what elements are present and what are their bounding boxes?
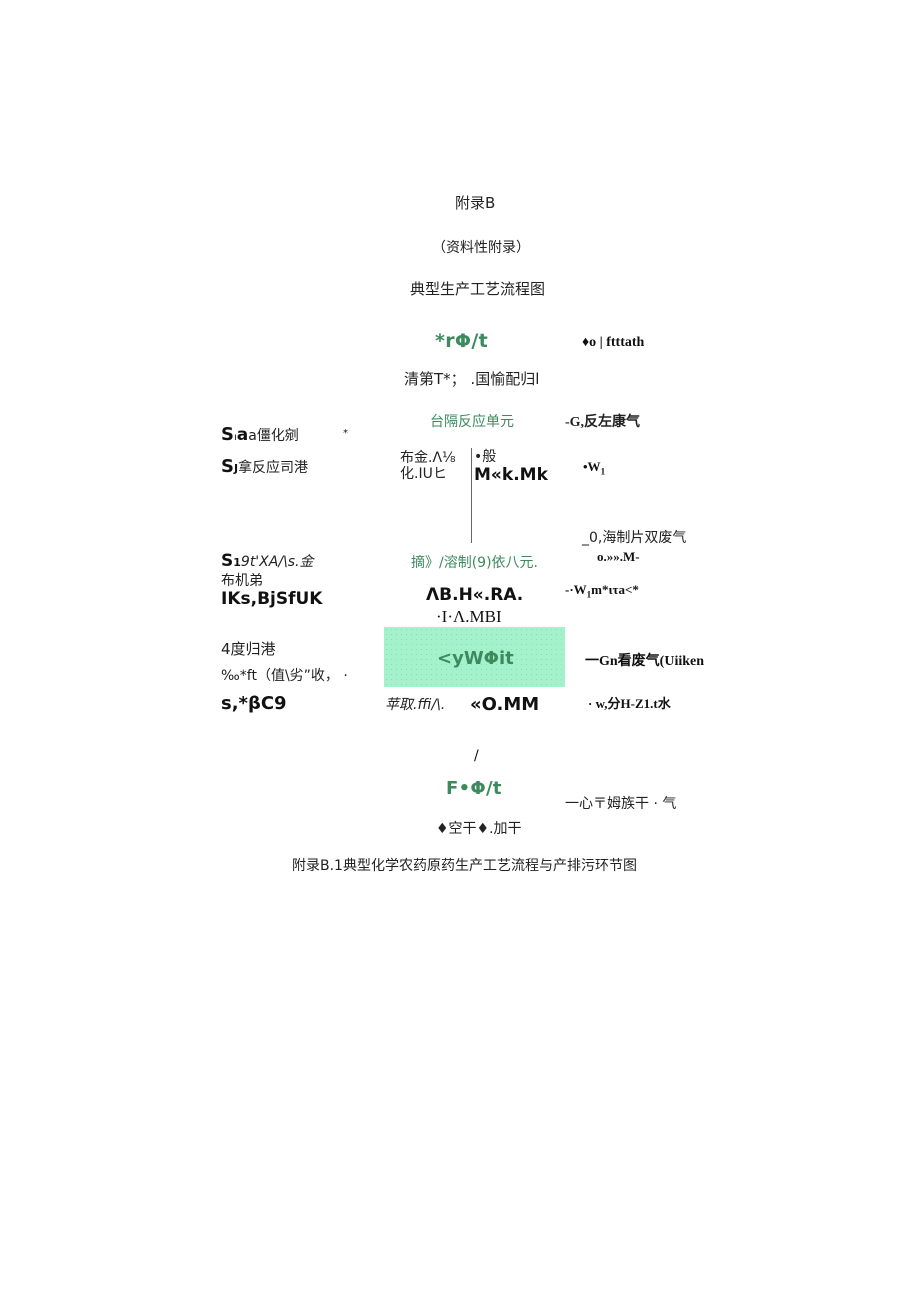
right-w1: •W1 xyxy=(583,459,605,477)
bottom-right-note: 一心〒姆族干 · 气 xyxy=(565,796,677,812)
left-s2-block: S19t'XA/\s.金 布机弟 IKs,BjSfUK xyxy=(221,552,322,608)
appendix-note: （资料性附录） xyxy=(432,240,530,256)
left-label-s1a: Sıaa僵化剜 xyxy=(221,424,299,445)
s-letter: S xyxy=(221,424,234,445)
left-label-s1b: SJ拿反应司港 xyxy=(221,456,308,477)
s-subscript: ı xyxy=(233,432,237,443)
w-subscript: 1 xyxy=(586,589,592,600)
star-marker: * xyxy=(343,428,348,439)
left-4-line2: ‰*ft（值\劣”收， · xyxy=(221,668,348,684)
s-subscript: J xyxy=(233,462,239,475)
s1b-text: 拿反应司港 xyxy=(238,460,309,476)
center-right-line1: •般 xyxy=(474,449,497,465)
left-4-line3: s,*βC9 xyxy=(221,693,287,714)
highlight-box-label: <yWΦit xyxy=(437,648,514,669)
top-node-label: *rΦ/t xyxy=(435,330,488,352)
flow-connector-line xyxy=(471,448,472,543)
figure-label: 附录B.1 xyxy=(292,858,343,874)
left-s2-line1: S19t'XA/\s.金 xyxy=(221,552,322,572)
center2-line2: ·I·Λ.MBI xyxy=(436,607,502,626)
highlight-process-box xyxy=(384,627,565,687)
top-right-note: ♦o | ftttath xyxy=(582,335,645,350)
unit1-label: 台隔反应单元 xyxy=(430,414,514,430)
unit1-right-note: -G,反左康气 xyxy=(565,415,641,430)
s1a-text: a僵化剜 xyxy=(248,428,299,444)
appendix-title: 附录B xyxy=(455,192,495,213)
center-left-line2: 化.IUヒ xyxy=(400,466,447,482)
figure-text: 典型化学农药原药生产工艺流程与产排污环节图 xyxy=(342,858,637,874)
w-subscript: 1 xyxy=(600,466,606,477)
figure-caption: 附录B.1典型化学农药原药生产工艺流程与产排污环节图 xyxy=(292,855,637,875)
left-4-line1: 4度归港 xyxy=(221,638,276,659)
center2-line1: ΛB.H«.RA. xyxy=(426,585,524,605)
below-box-left: 苹取.ffi/\. xyxy=(385,697,446,713)
appendix-title-text: 附录B xyxy=(455,194,496,212)
center-right-block: •般 M«k.Mk xyxy=(474,448,548,484)
w-label: •W xyxy=(583,459,601,474)
right-gn-note: 一Gn看废气(Uiiken xyxy=(585,654,705,669)
section-title: 典型生产工艺流程图 xyxy=(410,280,546,298)
s-letter: S xyxy=(221,456,234,477)
slash-marker: / xyxy=(474,748,479,764)
right-g-line2: o.»».M- xyxy=(597,549,640,564)
left-4-text: 4度归港 xyxy=(221,640,276,658)
step1-label: 清第T*； .国愉配归l xyxy=(404,370,540,388)
unit2-label: 摘》/溶制(9)依八元. xyxy=(411,555,538,571)
right-w2: -·W1m*ιτa<* xyxy=(565,582,639,600)
center-right-line2: M«k.Mk xyxy=(474,465,548,485)
center-left-line1: 布金.Λ⅛ xyxy=(400,450,456,466)
s-letter: S xyxy=(221,551,234,571)
left-s2-line2: 布机弟 xyxy=(221,573,263,589)
left-s2-line3: IKs,BjSfUK xyxy=(221,589,323,609)
center-left-block: 布金.Λ⅛ 化.IUヒ xyxy=(400,450,456,482)
bottom-node-label: F•Φ/t xyxy=(446,778,502,799)
right-w3: · w,分H-Z1.t水 xyxy=(588,696,671,711)
bottom-step: ♦空干♦.加干 xyxy=(436,821,522,837)
s-subscript: 1 xyxy=(233,556,241,569)
w2-tail: m*ιτa<* xyxy=(591,582,639,597)
right-g-line1: _0,海制片双废气 xyxy=(582,530,687,546)
below-box-right: «O.MM xyxy=(470,694,540,715)
w-label: -·W xyxy=(565,582,587,597)
s2-text: 9t'XA/\s.金 xyxy=(240,554,314,570)
